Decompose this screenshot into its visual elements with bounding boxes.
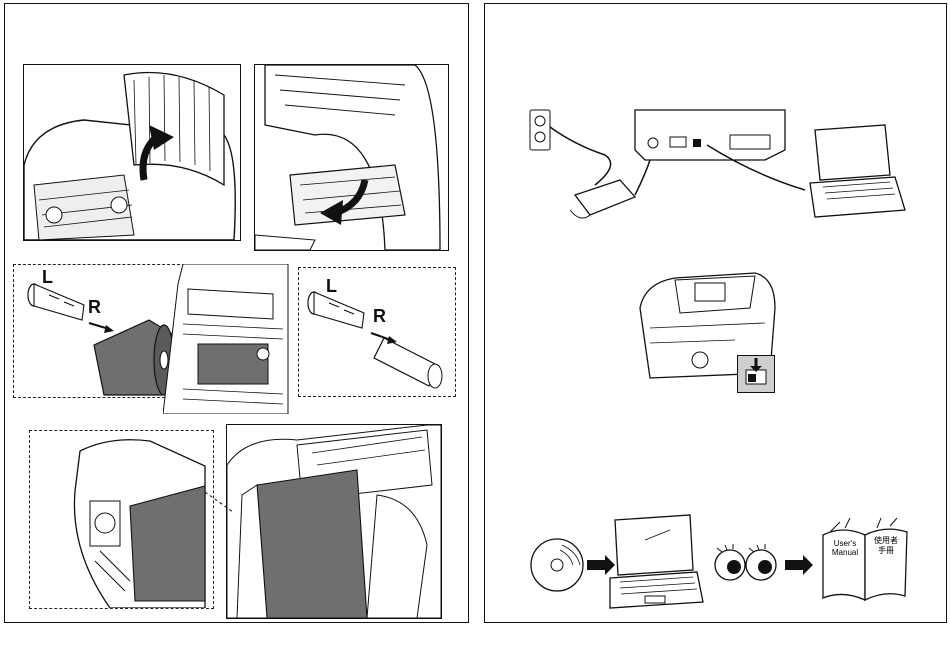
lower-ribbon-mechanism-arrow-icon — [315, 175, 375, 225]
rewind-spindle-drawing: L R — [299, 268, 455, 396]
figure-supply-spindle: L R — [13, 264, 185, 398]
connection-drawing — [525, 105, 910, 230]
printer-center-drawing — [163, 264, 298, 414]
figure-rewind-spindle: L R — [298, 267, 456, 397]
figure-power-and-usb-connection — [525, 105, 910, 230]
laptop-icon — [615, 515, 693, 575]
connector-dashed-line — [205, 490, 235, 515]
open-top-cover-arrow-icon — [129, 125, 189, 185]
arrow-icon — [587, 555, 615, 575]
power-switch-callout — [737, 355, 775, 393]
manual-title-en: User's Manual — [825, 539, 865, 557]
manual-line2: Manual — [825, 548, 865, 557]
figure-ribbon-install-center — [163, 264, 298, 414]
spindle-right-mark: R — [88, 297, 101, 317]
manual-cjk2: 手冊 — [868, 546, 904, 556]
figure-open-top-cover — [23, 64, 241, 241]
rewind-left-mark: L — [326, 276, 337, 296]
figure-ribbon-installed — [226, 424, 442, 619]
figure-install-driver-and-read-manual: User's Manual 使用者 手冊 — [525, 510, 915, 610]
manual-title-cjk: 使用者 手冊 — [868, 536, 904, 556]
figure-ribbon-gear-detail — [29, 430, 214, 609]
rewind-right-mark: R — [373, 306, 386, 326]
printer-ribbon-installed-drawing — [227, 425, 441, 618]
manual-cjk1: 使用者 — [868, 536, 904, 546]
figure-lower-ribbon-mechanism — [254, 64, 449, 251]
spindle-left-mark: L — [42, 267, 53, 287]
manual-line1: User's — [825, 539, 865, 548]
driver-manual-drawing — [525, 510, 915, 610]
power-switch-icon — [738, 356, 774, 392]
supply-spindle-drawing: L R — [14, 265, 184, 397]
ribbon-gear-drawing — [30, 431, 213, 608]
